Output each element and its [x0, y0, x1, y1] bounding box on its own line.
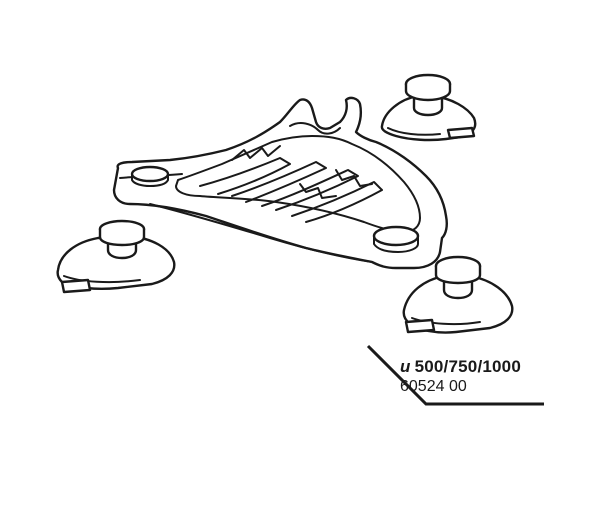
suction-cup-top-right [380, 73, 477, 142]
model-prefix: u [400, 357, 411, 376]
leader-line [366, 344, 544, 406]
suction-cup-left [56, 219, 176, 294]
suction-cup-right [402, 255, 514, 334]
model-sizes: 500/750/1000 [414, 357, 521, 376]
mounting-holder [112, 96, 448, 270]
part-number: 60524 00 [400, 378, 467, 395]
